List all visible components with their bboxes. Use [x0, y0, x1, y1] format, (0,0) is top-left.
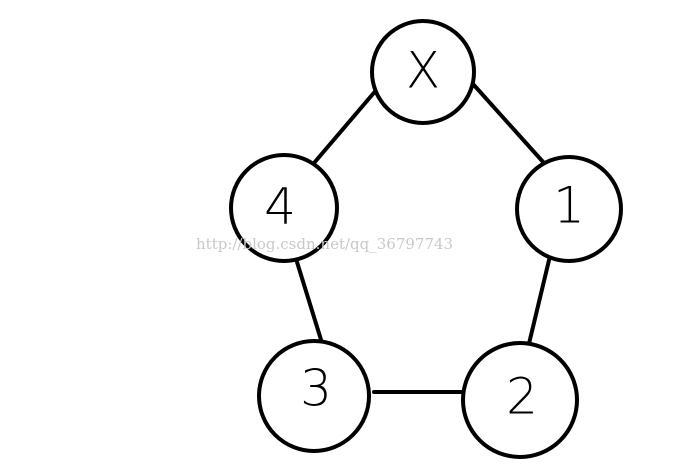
node-2-label: 2 [506, 368, 538, 426]
watermark-text: http://blog.csdn.net/qq_36797743 [196, 235, 453, 253]
edge-3-4 [295, 260, 324, 345]
node-1-circle [515, 155, 623, 263]
node-x: X [370, 19, 476, 125]
edge-4-x [312, 86, 380, 165]
nodes-layer: X 1 2 3 4 [229, 19, 623, 459]
edges-layer [295, 82, 552, 394]
node-3-circle [257, 339, 371, 453]
node-3-label: 3 [300, 360, 332, 418]
node-2: 2 [461, 341, 579, 459]
edge-x-1 [471, 82, 546, 165]
node-x-label: X [406, 42, 440, 100]
node-4-label: 4 [264, 178, 296, 236]
node-1-label: 1 [553, 177, 585, 235]
edge-1-2 [525, 254, 552, 354]
node-x-circle [370, 19, 476, 125]
node-2-circle [461, 341, 579, 459]
node-1: 1 [515, 155, 623, 263]
node-4-circle [229, 153, 339, 263]
node-4: 4 [229, 153, 339, 263]
node-3: 3 [257, 339, 371, 453]
